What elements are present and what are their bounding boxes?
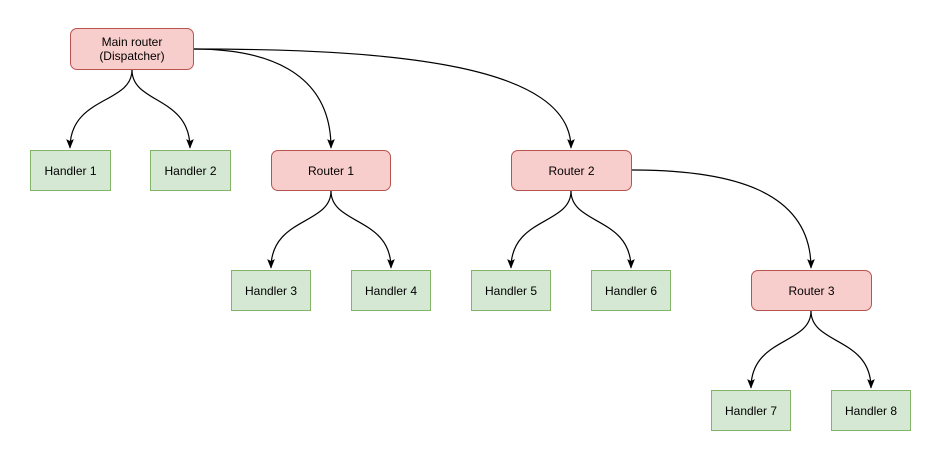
node-label-router-1: Router 1 xyxy=(307,163,355,178)
node-handler-7[interactable]: Handler 7 xyxy=(711,390,791,431)
node-label-handler-7: Handler 7 xyxy=(724,403,778,418)
edge-main-router-to-router-1 xyxy=(193,48,335,149)
node-label-handler-2: Handler 2 xyxy=(164,163,217,178)
node-handler-2[interactable]: Handler 2 xyxy=(150,150,231,191)
node-label-handler-1: Handler 1 xyxy=(44,163,97,178)
node-main-router[interactable]: Main router (Dispatcher) xyxy=(70,28,194,70)
edge-router-2-to-handler-5 xyxy=(507,190,572,269)
edge-paths xyxy=(66,48,875,389)
node-handler-4[interactable]: Handler 4 xyxy=(351,270,431,311)
node-handler-5[interactable]: Handler 5 xyxy=(471,270,551,311)
node-label-handler-6: Handler 6 xyxy=(604,283,658,298)
node-label-router-3: Router 3 xyxy=(788,283,835,298)
node-router-3[interactable]: Router 3 xyxy=(751,270,872,311)
edge-main-router-to-router-2 xyxy=(193,48,575,149)
node-router-1[interactable]: Router 1 xyxy=(271,150,391,191)
edge-router-3-to-handler-7 xyxy=(747,310,812,389)
node-label-main-router: Main router (Dispatcher) xyxy=(99,35,165,63)
edge-main-router-to-handler-2 xyxy=(131,69,194,149)
edge-router-1-to-handler-3 xyxy=(267,190,332,269)
node-handler-1[interactable]: Handler 1 xyxy=(30,150,111,191)
edge-router-2-to-handler-6 xyxy=(570,190,635,269)
node-label-handler-8: Handler 8 xyxy=(844,403,898,418)
node-label-router-2: Router 2 xyxy=(548,163,595,178)
node-label-handler-3: Handler 3 xyxy=(244,283,298,298)
edge-main-router-to-handler-1 xyxy=(66,69,133,149)
node-handler-8[interactable]: Handler 8 xyxy=(831,390,911,431)
node-handler-6[interactable]: Handler 6 xyxy=(591,270,671,311)
edge-router-2-to-router-3 xyxy=(631,169,815,269)
node-router-2[interactable]: Router 2 xyxy=(511,150,632,191)
node-label-handler-5: Handler 5 xyxy=(484,283,538,298)
node-handler-3[interactable]: Handler 3 xyxy=(231,270,311,311)
node-label-handler-4: Handler 4 xyxy=(364,283,418,298)
edge-router-1-to-handler-4 xyxy=(330,190,395,269)
edge-router-3-to-handler-8 xyxy=(810,310,875,389)
